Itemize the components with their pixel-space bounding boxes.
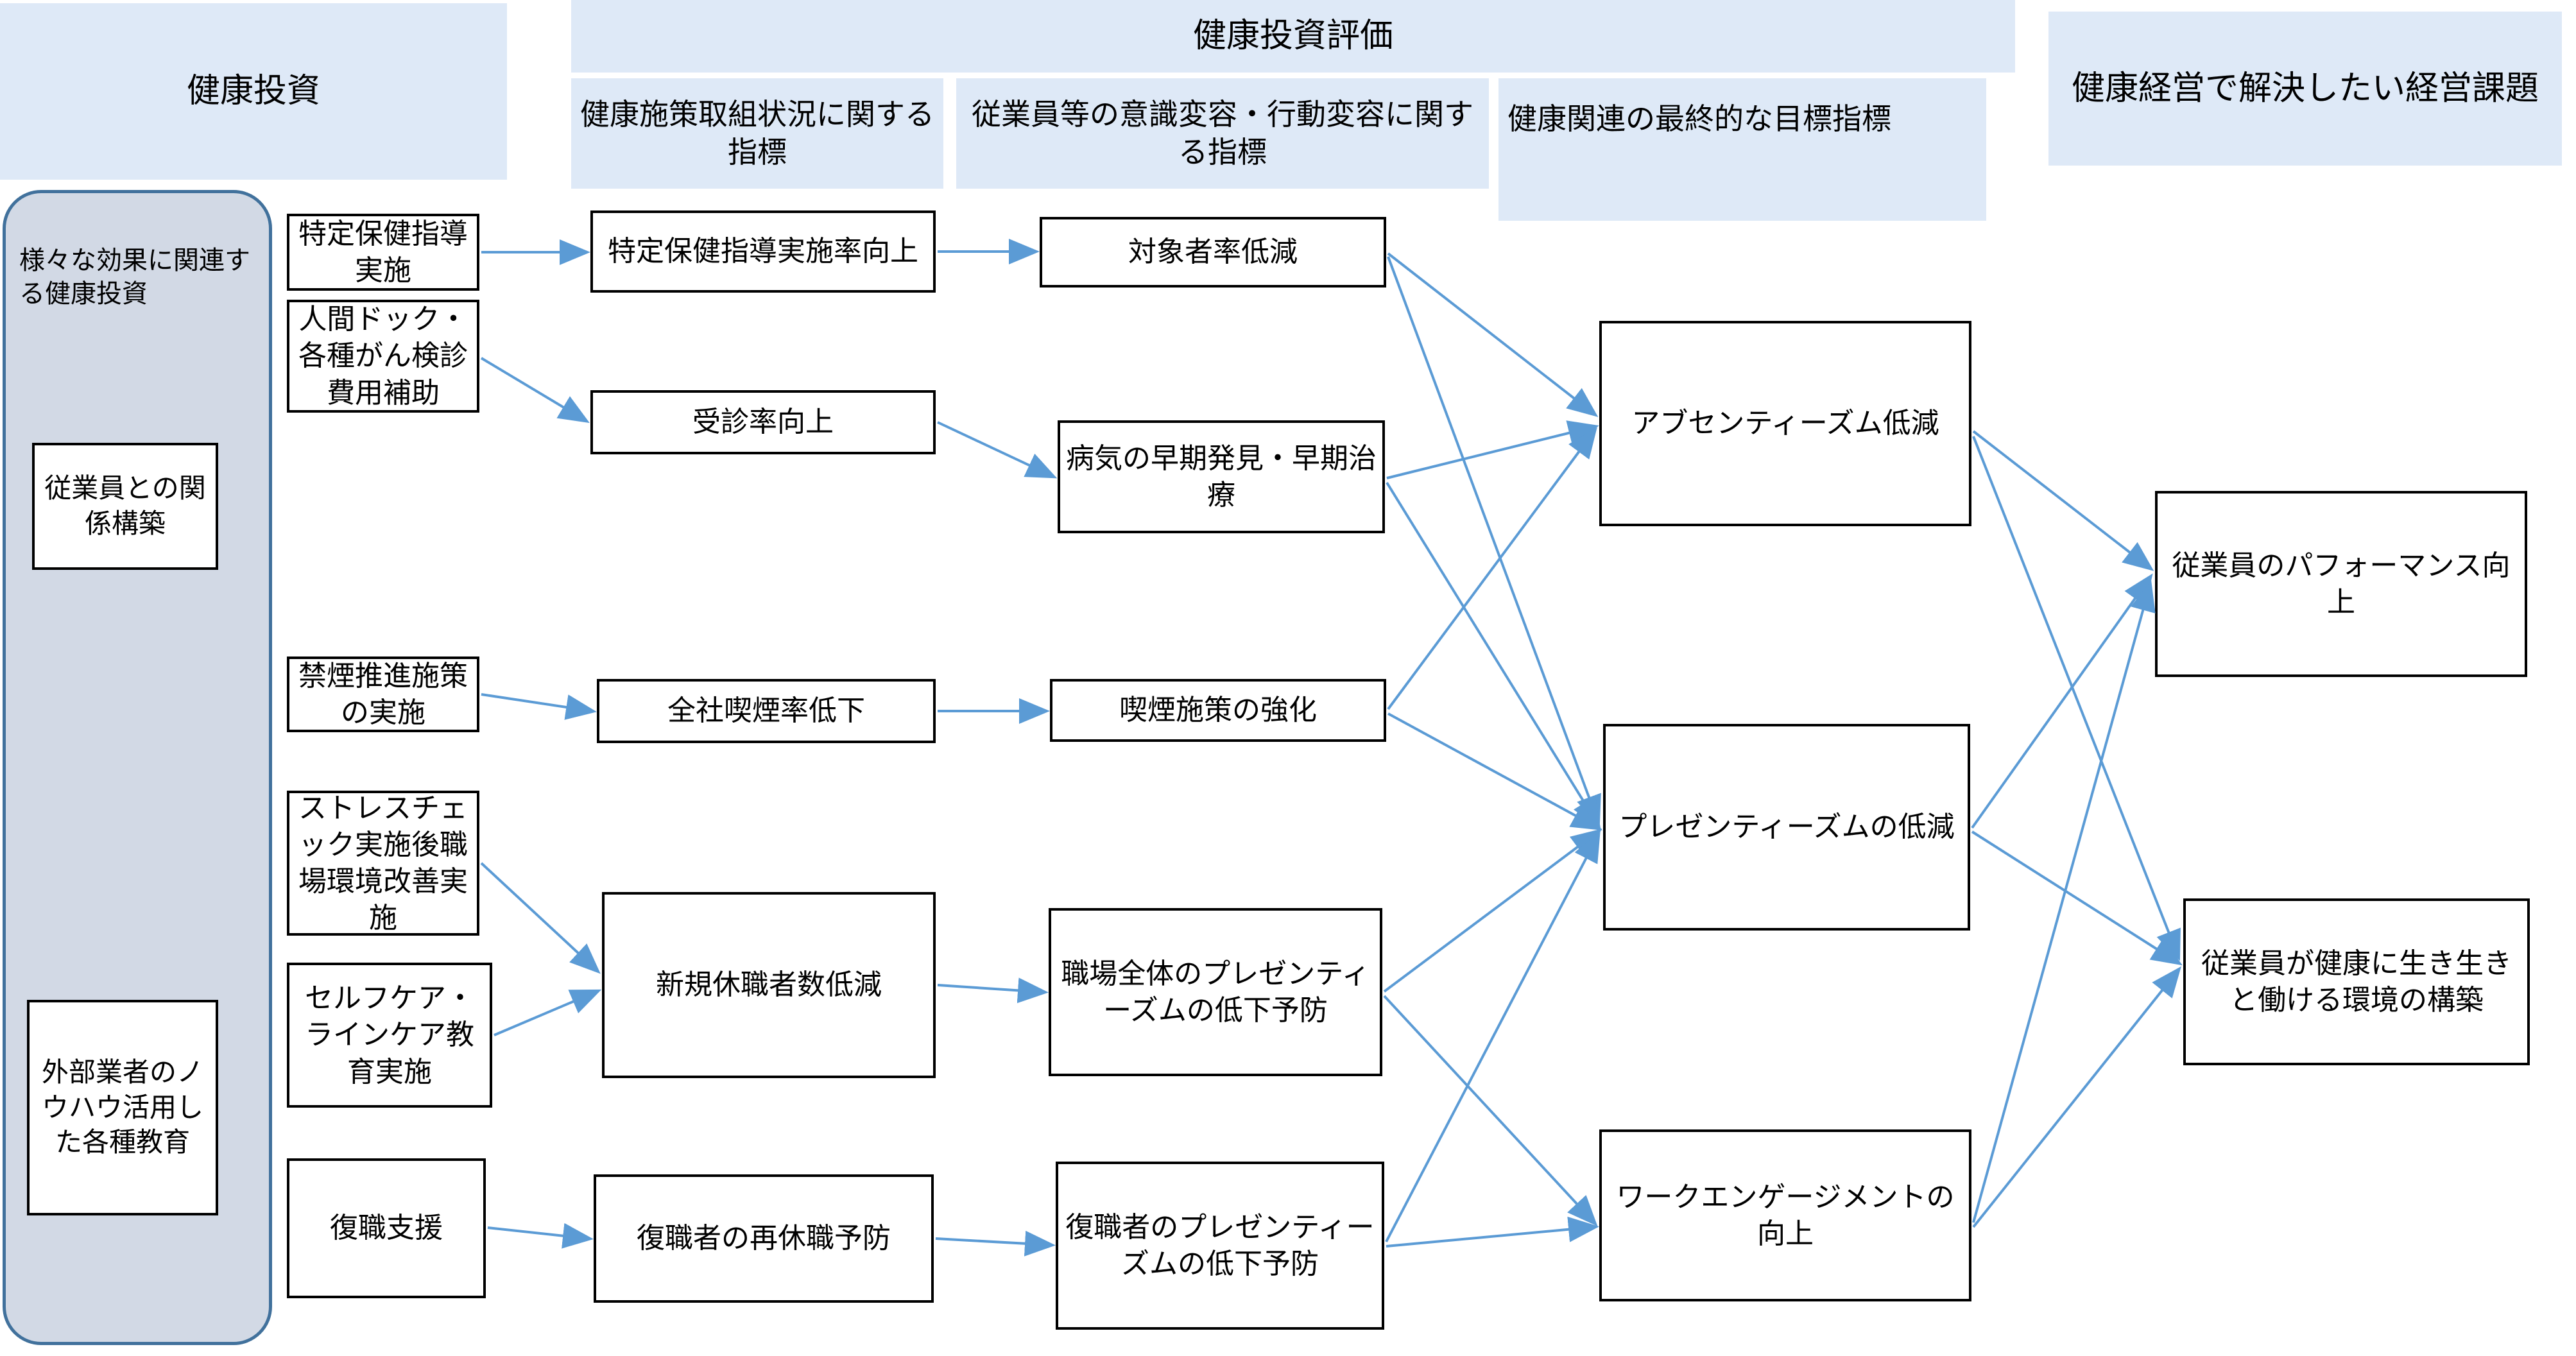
measure-node-m3[interactable]: 禁煙推進施策の実施 (287, 657, 479, 732)
behavior-indicator-node-b4[interactable]: 職場全体のプレゼンティーズムの低下予防 (1049, 908, 1382, 1076)
measure-indicator-node-i3[interactable]: 全社喫煙率低下 (597, 679, 936, 743)
measure-indicator-node-i5[interactable]: 復職者の再休職予防 (594, 1174, 934, 1303)
edge-i5-b5 (935, 1230, 1056, 1257)
behavior-indicator-node-b2[interactable]: 病気の早期発見・早期治療 (1058, 420, 1385, 533)
header-col-behavior: 従業員等の意識変容・行動変容に関する指標 (956, 78, 1489, 189)
edge-b1-g2 (1387, 256, 1601, 827)
edge-m4-i4 (480, 862, 601, 974)
edge-i4-b4 (937, 977, 1049, 1004)
goal-indicator-node-g1[interactable]: アブセンティーズム低減 (1599, 321, 1971, 526)
edge-m2-i2 (480, 357, 590, 424)
edge-b4-g2 (1383, 828, 1602, 993)
investment-item-relationship[interactable]: 従業員との関係構築 (32, 443, 218, 570)
edge-m6-i5 (487, 1223, 594, 1249)
behavior-indicator-node-b3[interactable]: 喫煙施策の強化 (1050, 679, 1386, 742)
edge-b5-g2 (1385, 830, 1601, 1242)
header-col-goal: 健康関連の最終的な目標指標 (1498, 78, 1986, 221)
edge-b2-g2 (1386, 481, 1601, 829)
behavior-indicator-node-b5[interactable]: 復職者のプレゼンティーズムの低下予防 (1056, 1162, 1384, 1330)
measure-node-m5[interactable]: セルフケア・ラインケア教育実施 (287, 963, 492, 1108)
edge-m5-i4 (494, 989, 602, 1036)
measure-node-m1[interactable]: 特定保健指導実施 (287, 214, 479, 291)
edge-g1-e2 (1972, 436, 2181, 961)
edge-b4-g3 (1383, 995, 1598, 1226)
header-evaluation: 健康投資評価 (571, 0, 2015, 73)
edge-g1-e1 (1972, 430, 2154, 571)
edge-g2-e1 (1971, 573, 2153, 829)
edge-g2-e2 (1971, 830, 2183, 966)
goal-indicator-node-g2[interactable]: プレゼンティーズムの低減 (1603, 724, 1970, 931)
goal-indicator-node-g3[interactable]: ワークエンゲージメントの向上 (1599, 1129, 1971, 1301)
edge-i2-b2 (937, 421, 1058, 479)
header-col-measure: 健康施策取組状況に関する指標 (571, 78, 943, 189)
measure-node-m4[interactable]: ストレスチェック実施後職場環境改善実施 (287, 791, 479, 936)
edge-g3-e2 (1972, 966, 2181, 1228)
edge-b2-g1 (1386, 420, 1599, 479)
edge-g3-e1 (1972, 580, 2156, 1223)
measure-node-m6[interactable]: 復職支援 (287, 1158, 486, 1298)
header-col-issue: 健康経営で解決したい経営課題 (2048, 12, 2562, 166)
edge-b3-g1 (1387, 427, 1597, 710)
investment-item-education[interactable]: 外部業者のノウハウ活用した各種教育 (27, 1000, 218, 1215)
management-issue-node-e2[interactable]: 従業員が健康に生き生きと働ける環境の構築 (2183, 898, 2530, 1065)
measure-indicator-node-i4[interactable]: 新規休職者数低減 (602, 892, 936, 1078)
measure-indicator-node-i2[interactable]: 受診率向上 (590, 390, 936, 454)
edge-b5-g3 (1386, 1216, 1599, 1248)
management-issue-node-e1[interactable]: 従業員のパフォーマンス向上 (2155, 491, 2527, 677)
edge-m3-i3 (481, 693, 597, 720)
edge-b3-g2 (1387, 712, 1603, 830)
edge-b1-g1 (1387, 252, 1599, 417)
investment-group-caption: 様々な効果に関連する健康投資 (19, 246, 250, 308)
header-investment: 健康投資 (0, 3, 507, 180)
measure-indicator-node-i1[interactable]: 特定保健指導実施率向上 (590, 210, 936, 293)
behavior-indicator-node-b1[interactable]: 対象者率低減 (1040, 217, 1386, 288)
measure-node-m2[interactable]: 人間ドック・各種がん検診費用補助 (287, 300, 479, 413)
